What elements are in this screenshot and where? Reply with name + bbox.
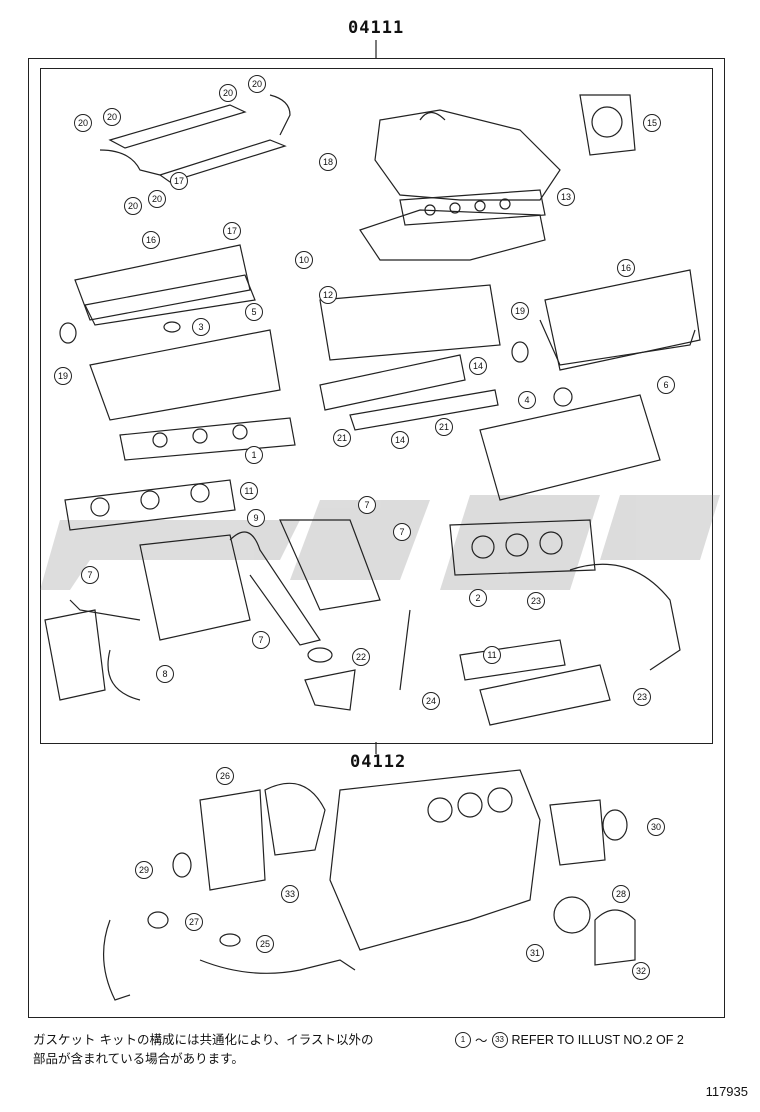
- callout-12[interactable]: 12: [319, 286, 337, 304]
- callout-11a[interactable]: 11: [240, 482, 258, 500]
- callout-30[interactable]: 30: [647, 818, 665, 836]
- callout-9[interactable]: 9: [247, 509, 265, 527]
- callout-23a[interactable]: 23: [527, 592, 545, 610]
- callout-17a[interactable]: 17: [170, 172, 188, 190]
- callout-19a[interactable]: 19: [54, 367, 72, 385]
- callout-7c[interactable]: 7: [81, 566, 99, 584]
- callout-24[interactable]: 24: [422, 692, 440, 710]
- intake-manifold: [374, 109, 561, 201]
- callout-15[interactable]: 15: [643, 114, 661, 132]
- callout-25[interactable]: 25: [256, 935, 274, 953]
- callout-20a[interactable]: 20: [74, 114, 92, 132]
- callout-18[interactable]: 18: [319, 153, 337, 171]
- callout-14a[interactable]: 14: [469, 357, 487, 375]
- callout-22[interactable]: 22: [352, 648, 370, 666]
- callout-28[interactable]: 28: [612, 885, 630, 903]
- footer-note-line1: ガスケット キットの構成には共通化により、イラスト以外の: [33, 1032, 374, 1047]
- callout-14b[interactable]: 14: [391, 431, 409, 449]
- callout-20e[interactable]: 20: [124, 197, 142, 215]
- callout-20d[interactable]: 20: [248, 75, 266, 93]
- callout-8[interactable]: 8: [156, 665, 174, 683]
- outer-kit-frame: [28, 58, 725, 1018]
- callout-33[interactable]: 33: [281, 885, 299, 903]
- callout-17b[interactable]: 17: [223, 222, 241, 240]
- footer-note: ガスケット キットの構成には共通化により、イラスト以外の 部品が含まれている場合…: [33, 1030, 373, 1068]
- ref-start-marker: 1: [455, 1031, 471, 1048]
- kit-code-inner: 04112: [350, 752, 407, 772]
- callout-7b[interactable]: 7: [393, 523, 411, 541]
- ref-end-marker: 33: [491, 1031, 508, 1048]
- ref-text: REFER TO ILLUST NO.2 OF 2: [511, 1032, 684, 1047]
- callout-23b[interactable]: 23: [633, 688, 651, 706]
- callout-31[interactable]: 31: [526, 944, 544, 962]
- callout-11b[interactable]: 11: [483, 646, 501, 664]
- valve-cover-right: [544, 269, 701, 371]
- callout-16a[interactable]: 16: [142, 231, 160, 249]
- callout-10[interactable]: 10: [295, 251, 313, 269]
- footer-note-line2: 部品が含まれている場合があります。: [33, 1051, 244, 1066]
- callout-21a[interactable]: 21: [333, 429, 351, 447]
- callout-7a[interactable]: 7: [358, 496, 376, 514]
- figure-number: 117935: [705, 1084, 748, 1099]
- callout-1[interactable]: 1: [245, 446, 263, 464]
- callout-19b[interactable]: 19: [511, 302, 529, 320]
- callout-2[interactable]: 2: [469, 589, 487, 607]
- callout-20b[interactable]: 20: [103, 108, 121, 126]
- callout-4[interactable]: 4: [518, 391, 536, 409]
- callout-16b[interactable]: 16: [617, 259, 635, 277]
- callout-7d[interactable]: 7: [252, 631, 270, 649]
- kit-code-outer: 04111: [348, 18, 405, 38]
- callout-5[interactable]: 5: [245, 303, 263, 321]
- callout-13[interactable]: 13: [557, 188, 575, 206]
- callout-20c[interactable]: 20: [219, 84, 237, 102]
- callout-21b[interactable]: 21: [435, 418, 453, 436]
- callout-6[interactable]: 6: [657, 376, 675, 394]
- valve-cover-left: [74, 244, 251, 321]
- callout-3[interactable]: 3: [192, 318, 210, 336]
- footer-reference: 1 ～ 33 REFER TO ILLUST NO.2 OF 2: [455, 1030, 684, 1049]
- callout-32[interactable]: 32: [632, 962, 650, 980]
- ref-tilde: ～: [475, 1034, 488, 1048]
- engine-block: [329, 769, 541, 951]
- callout-27[interactable]: 27: [185, 913, 203, 931]
- watermark-logo: [40, 495, 720, 590]
- callout-29[interactable]: 29: [135, 861, 153, 879]
- callout-20f[interactable]: 20: [148, 190, 166, 208]
- callout-26[interactable]: 26: [216, 767, 234, 785]
